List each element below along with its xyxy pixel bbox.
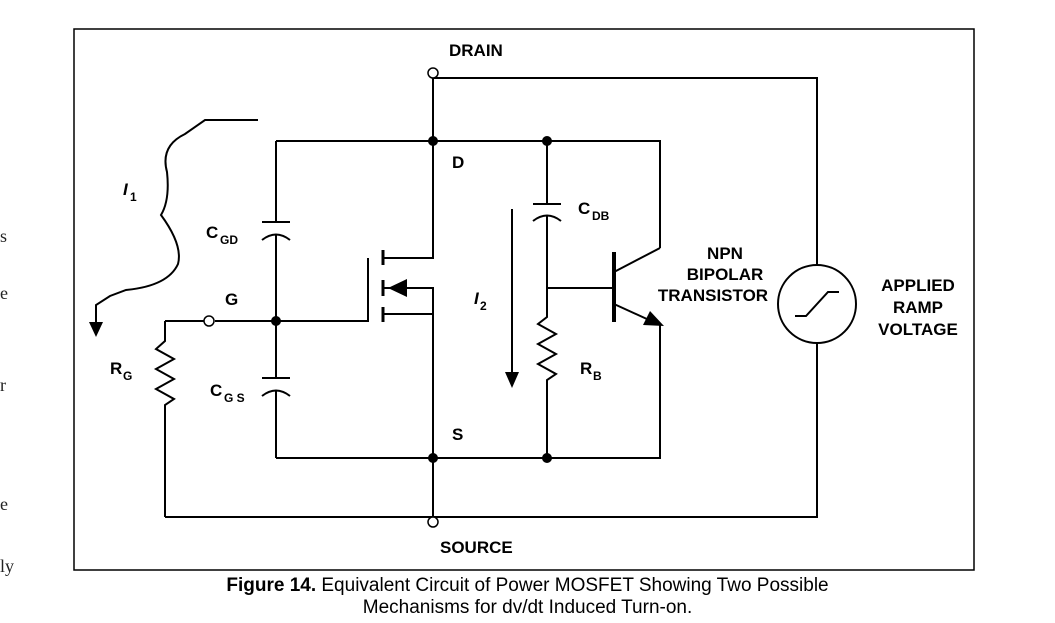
rg-label: R — [110, 359, 122, 378]
page-edge-fragment: ly — [0, 556, 15, 576]
i2-label: I — [474, 289, 480, 308]
top-rail — [276, 140, 661, 248]
cgs-capacitor — [261, 321, 291, 458]
page-edge-fragment: e — [0, 283, 8, 303]
cdb-label: C — [578, 199, 590, 218]
figure-frame — [73, 28, 975, 571]
page-edge-fragment: r — [0, 375, 6, 395]
drain-terminal — [427, 67, 439, 79]
mosfet-symbol — [381, 141, 434, 458]
cdb-subscript: DB — [592, 209, 610, 223]
rg-subscript: G — [123, 369, 132, 383]
rb-resistor — [535, 288, 559, 458]
i2-current-arrow — [505, 209, 519, 388]
gate-terminal — [203, 315, 215, 327]
g-label: G — [225, 290, 238, 309]
source-label: SOURCE — [440, 538, 513, 557]
caption-text-line1: Equivalent Circuit of Power MOSFET Showi… — [316, 575, 829, 596]
figure-caption: Figure 14. Equivalent Circuit of Power M… — [0, 575, 1055, 619]
source-wire — [165, 343, 818, 518]
i1-subscript: 1 — [130, 190, 137, 204]
i1-label: I — [123, 180, 129, 199]
drain-wire — [432, 77, 818, 265]
cgd-capacitor — [261, 141, 291, 321]
npn-transistor — [547, 247, 664, 326]
rb-subscript: B — [593, 369, 602, 383]
cdb-capacitor — [532, 141, 562, 288]
caption-text-line2: Mechanisms for dv/dt Induced Turn-on. — [362, 597, 693, 618]
bottom-rail — [276, 325, 661, 459]
cgd-label: C — [206, 223, 218, 242]
gate-wire — [215, 258, 369, 322]
drain-label: DRAIN — [449, 41, 503, 60]
i2-subscript: 2 — [480, 299, 487, 313]
ramp-label-line2: RAMP — [893, 298, 943, 317]
page-edge-fragment: s — [0, 226, 8, 246]
rb-label: R — [580, 359, 592, 378]
cgd-subscript: GD — [220, 233, 238, 247]
cgs-subscript: G S — [224, 391, 245, 405]
npn-label-line3: TRANSISTOR — [658, 286, 768, 305]
junction-dots — [271, 136, 552, 463]
s-label: S — [452, 425, 463, 444]
ramp-label-line3: VOLTAGE — [878, 320, 958, 339]
figure-number: Figure 14. — [226, 575, 317, 596]
ramp-label-line1: APPLIED — [881, 276, 955, 295]
ramp-voltage-source — [777, 264, 857, 344]
npn-label-line1: NPN — [707, 244, 743, 263]
rg-resistor — [153, 320, 204, 517]
circuit-diagram: DRAIN SOURCE D G S I 1 I 2 C GD C G S C … — [73, 28, 975, 571]
page-edge-fragment: e — [0, 494, 8, 514]
d-label: D — [452, 153, 464, 172]
source-terminal — [427, 516, 439, 528]
i1-current-arrow — [89, 119, 258, 337]
cgs-label: C — [210, 381, 222, 400]
npn-label-line2: BIPOLAR — [687, 265, 764, 284]
